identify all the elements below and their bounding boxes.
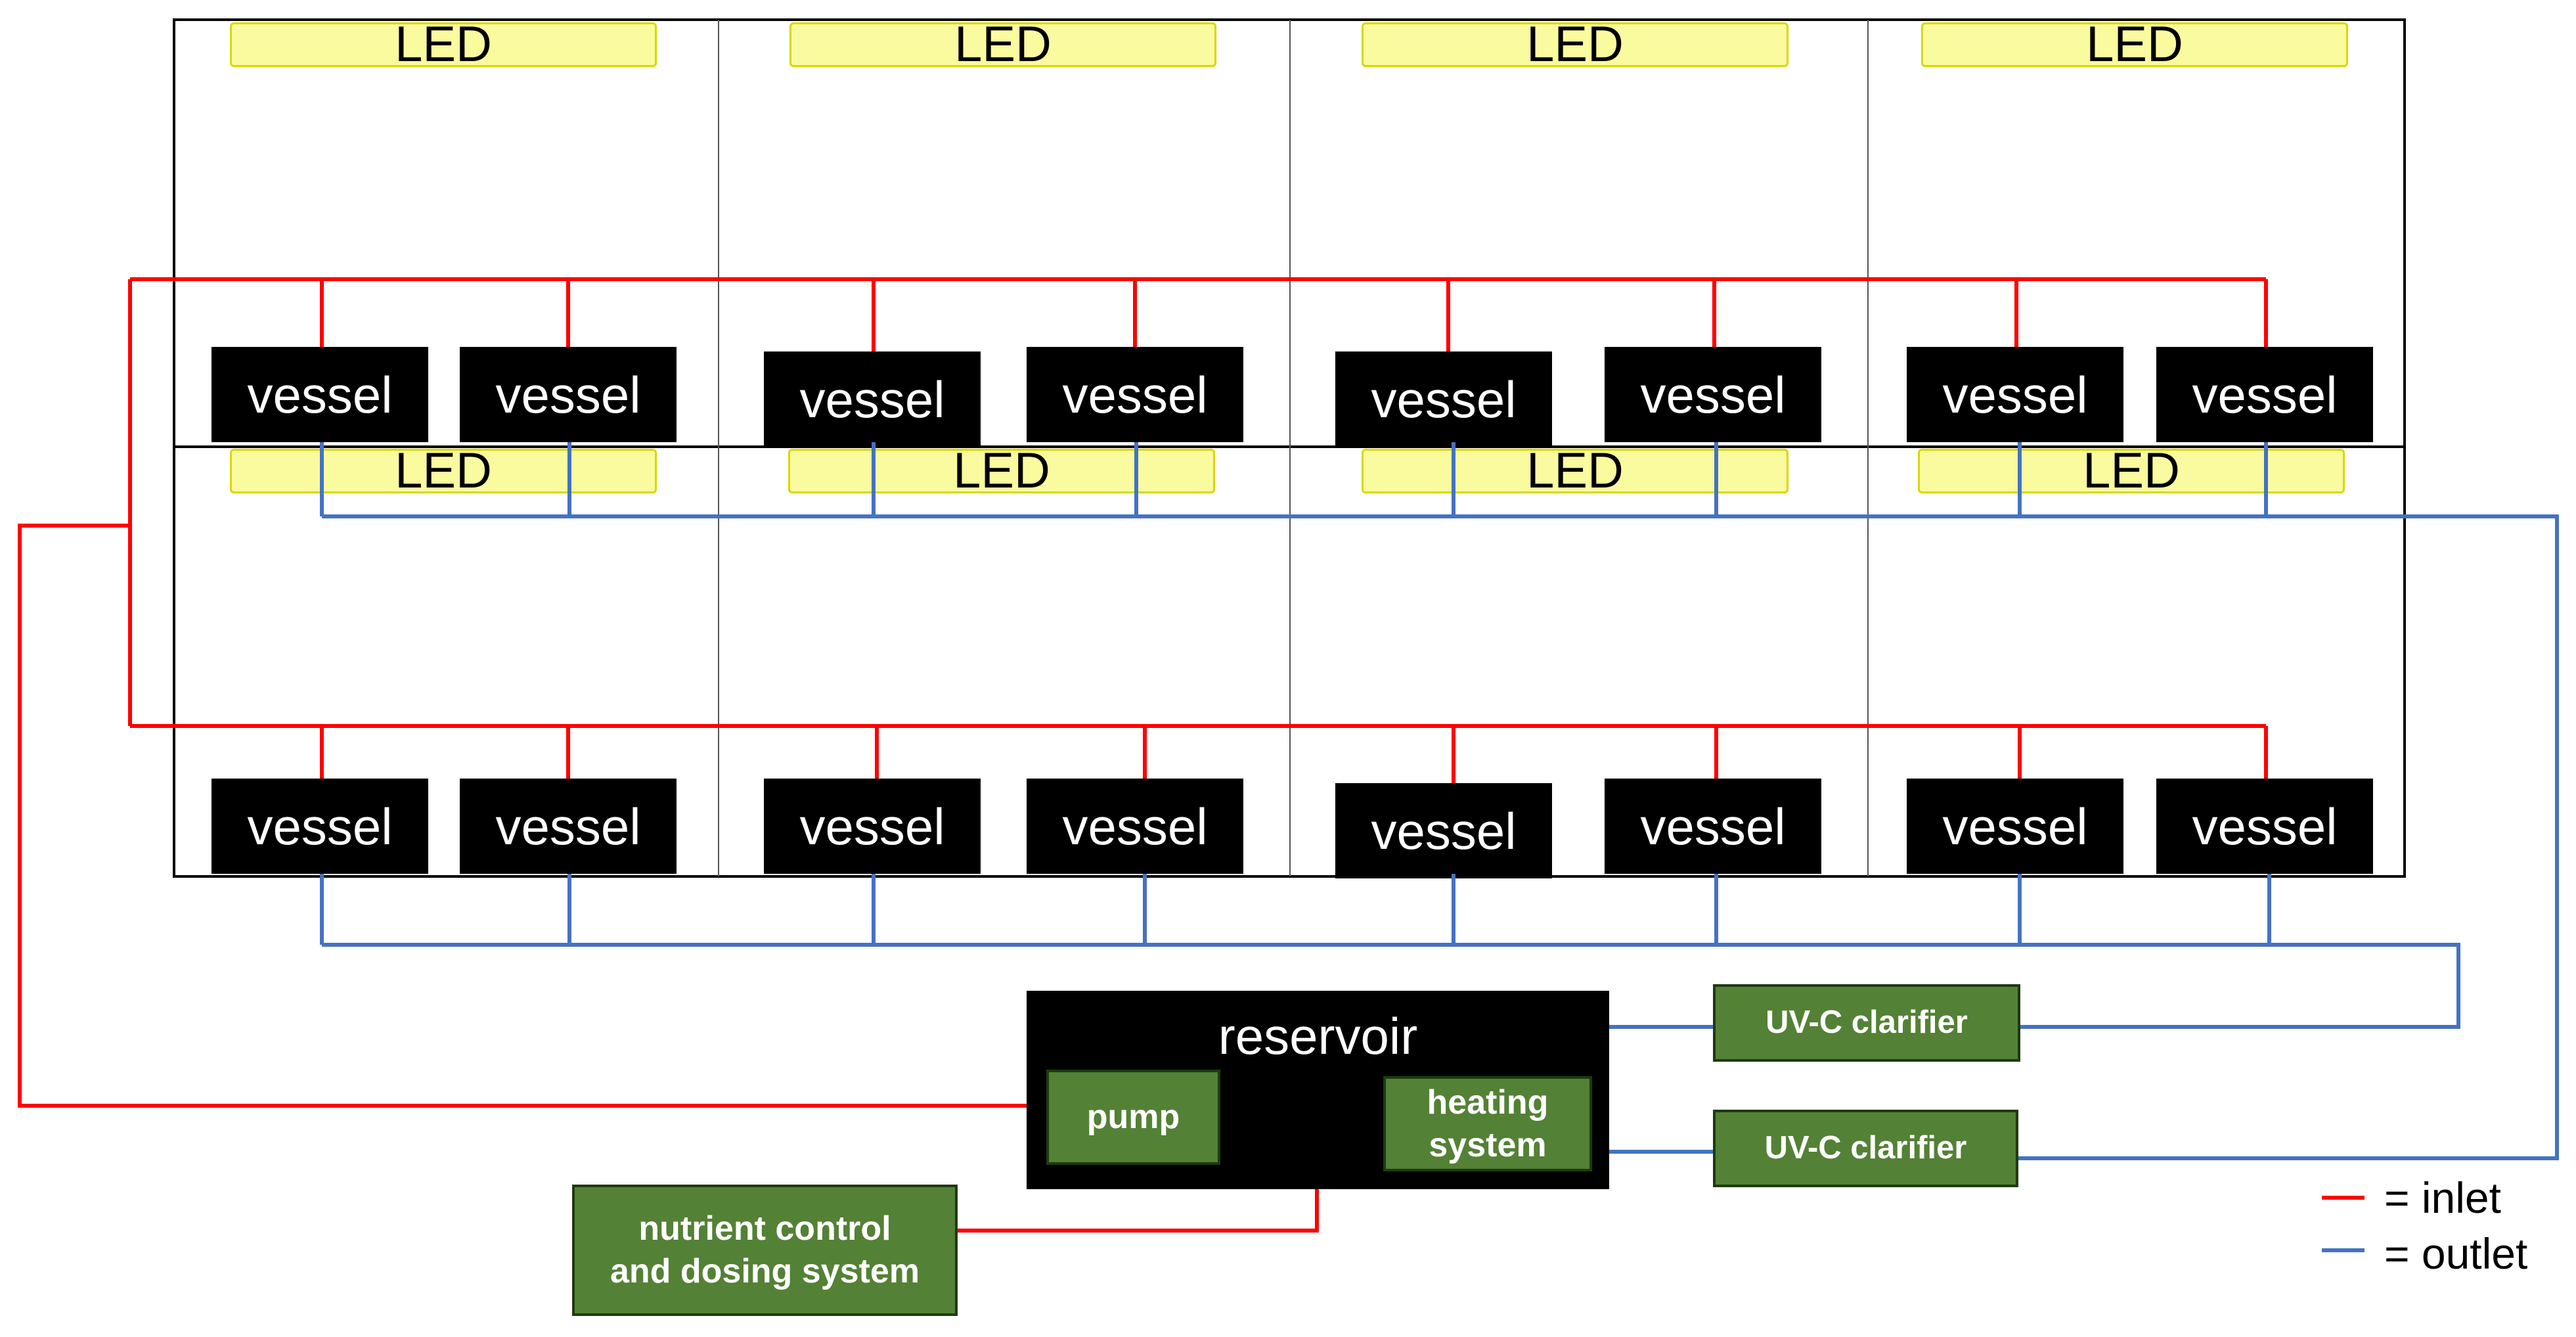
reservoir-label: reservoir — [1218, 1007, 1418, 1065]
vessel-lower-2: vessel — [460, 779, 677, 874]
inlet-pipe-nutrient — [958, 1189, 1319, 1233]
heating-system-label-line1: heating — [1427, 1083, 1549, 1122]
led-upper-2: LED — [789, 20, 1216, 70]
bay-divider-3 — [1867, 20, 1869, 876]
vessel-upper-8: vessel — [2156, 347, 2373, 442]
inlet-pipe-main — [18, 524, 1027, 1108]
pump: pump — [1046, 1070, 1220, 1165]
led-upper-3: LED — [1362, 20, 1788, 70]
outlet-pipe-lower-header — [322, 943, 2460, 1029]
led-lower-4: LED — [1918, 446, 2345, 496]
nutrient-label-line1: nutrient control — [638, 1210, 891, 1248]
vessel-lower-4: vessel — [1027, 779, 1243, 874]
vessel-lower-6: vessel — [1605, 779, 1821, 874]
led-lower-1: LED — [230, 446, 657, 496]
vessel-upper-4: vessel — [1027, 347, 1243, 442]
outlet-pipe-upper-header — [322, 514, 2559, 1160]
heating-system: heating system — [1383, 1076, 1592, 1171]
uv-c-clarifier-2: UV-C clarifier — [1713, 1110, 2018, 1187]
pump-label: pump — [1086, 1098, 1180, 1136]
legend-inlet-label: = inlet — [2384, 1173, 2501, 1222]
vessel-upper-3: vessel — [764, 351, 981, 447]
legend-outlet-label: = outlet — [2384, 1229, 2528, 1278]
vessel-lower-5: vessel — [1335, 783, 1552, 878]
uv-c-clarifier-1: UV-C clarifier — [1713, 984, 2020, 1062]
outlet-pipes — [320, 442, 2559, 1252]
heating-system-label-line2: system — [1429, 1125, 1547, 1164]
nutrient-label-line2: and dosing system — [610, 1252, 920, 1290]
uv-c-clarifier-1-label: UV-C clarifier — [1765, 1005, 1968, 1041]
vessel-upper-5: vessel — [1335, 351, 1552, 447]
led-lower-2: LED — [788, 446, 1215, 496]
vessel-upper-6: vessel — [1605, 347, 1821, 442]
vessel-lower-7: vessel — [1907, 779, 2123, 874]
inlet-pipes — [18, 277, 2365, 1233]
vessel-upper-7: vessel — [1907, 347, 2123, 442]
bay-divider-2 — [1289, 20, 1291, 876]
led-upper-1: LED — [230, 20, 657, 70]
vessel-lower-8: vessel — [2156, 779, 2373, 874]
nutrient-control-and-dosing-system: nutrient control and dosing system — [572, 1185, 958, 1316]
bay-divider-1 — [718, 20, 719, 876]
uv-c-clarifier-2-label: UV-C clarifier — [1764, 1130, 1967, 1166]
vessel-upper-1: vessel — [211, 347, 428, 442]
led-upper-4: LED — [1921, 20, 2348, 70]
vessel-lower-1: vessel — [211, 779, 428, 874]
vessel-upper-2: vessel — [460, 347, 677, 442]
vessel-lower-3: vessel — [764, 779, 981, 874]
